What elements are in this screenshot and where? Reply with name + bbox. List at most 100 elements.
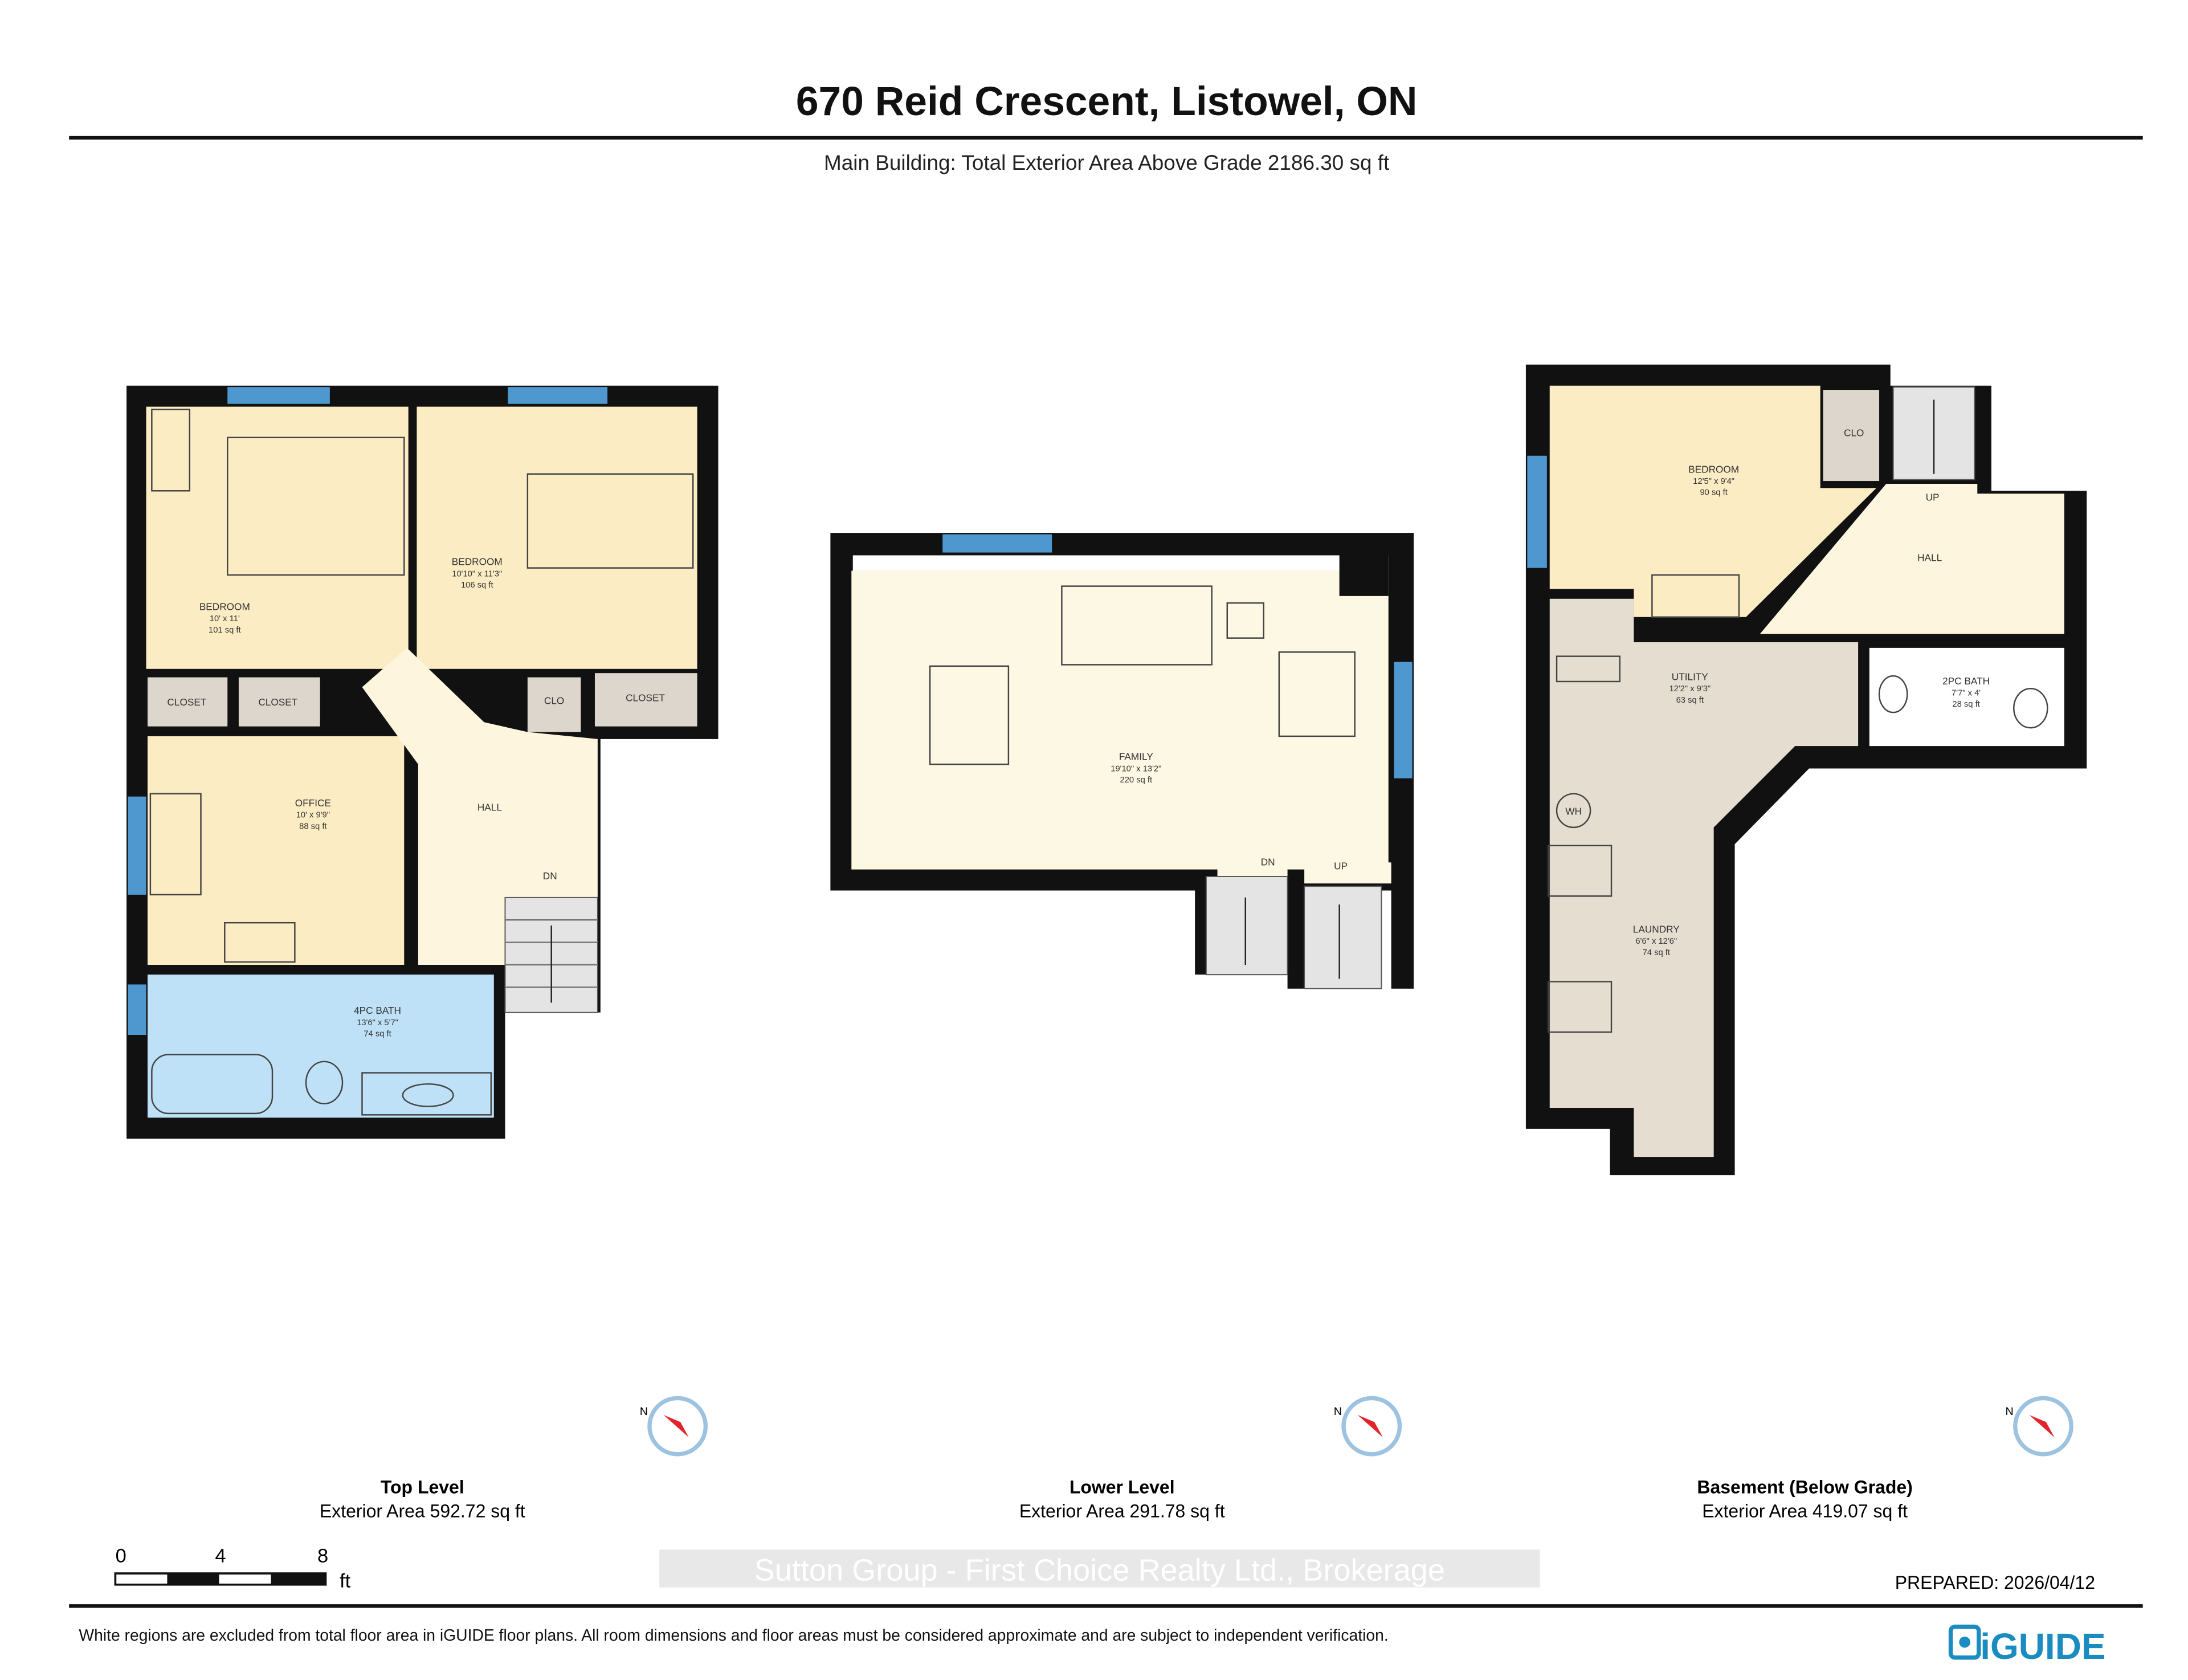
room-label: HALL <box>477 801 502 813</box>
room-bedroom-2 <box>417 406 697 669</box>
armchair-icon <box>1278 651 1356 737</box>
room-label: CLOSET <box>167 696 206 708</box>
room-label: CLO <box>1844 427 1864 438</box>
prepared-date: PREPARED: 2026/04/12 <box>1895 1572 2095 1593</box>
room-area: 101 sq ft <box>209 626 241 635</box>
bathtub-icon <box>151 1054 274 1115</box>
level-area: Exterior Area 592.72 sq ft <box>320 1501 525 1522</box>
room-dims: 12'2" x 9'3" <box>1669 684 1711 694</box>
svg-text:4: 4 <box>215 1545 226 1567</box>
svg-text:8: 8 <box>317 1545 328 1567</box>
room-label: CLOSET <box>626 692 665 703</box>
room-dims: 7'7" x 4' <box>1952 689 1981 698</box>
room-dims: 13'6" x 5'7" <box>357 1018 398 1027</box>
room-bedroom <box>1549 385 1877 617</box>
page-title: 670 Reid Crescent, Listowel, ON <box>796 79 1418 124</box>
dryer-icon <box>1548 845 1613 897</box>
room-label: 2PC BATH <box>1942 675 1990 687</box>
room-label: OFFICE <box>295 797 331 809</box>
window <box>508 387 608 404</box>
stairs-label: UP <box>1926 491 1940 503</box>
header-rule <box>69 136 2143 140</box>
svg-text:N: N <box>640 1405 648 1418</box>
window <box>128 796 146 895</box>
dresser-icon <box>224 921 296 963</box>
svg-text:N: N <box>2005 1405 2013 1418</box>
room-label: FAMILY <box>1119 751 1153 762</box>
room-area: 63 sq ft <box>1676 696 1704 705</box>
room-label: HALL <box>1917 552 1942 563</box>
room-label: 4PC BATH <box>354 1005 401 1016</box>
watermark-bg <box>659 1549 1540 1588</box>
dresser-icon <box>151 409 191 492</box>
level-name: Lower Level <box>1069 1477 1175 1498</box>
stairs-label: UP <box>1334 861 1348 872</box>
stairs-up <box>1304 886 1382 989</box>
vanity-icon <box>361 1072 492 1116</box>
top-level-plan: BEDROOM 10' x 11' 101 sq ft BEDROOM 10'1… <box>126 385 719 1139</box>
stairs-down <box>1205 875 1288 976</box>
room-area: 74 sq ft <box>364 1030 391 1039</box>
water-heater-label: WH <box>1565 806 1582 817</box>
room-family <box>851 570 1389 870</box>
room-area: 28 sq ft <box>1952 700 1979 709</box>
svg-text:ft: ft <box>340 1571 351 1592</box>
sink-icon <box>1878 675 1908 713</box>
bed-icon <box>227 437 405 576</box>
window <box>942 534 1052 553</box>
svg-text:0: 0 <box>116 1545 126 1567</box>
compass-icon: N <box>1334 1396 1402 1457</box>
room-2pc-bath <box>1869 647 2064 747</box>
water-heater-icon <box>1556 793 1591 829</box>
level-name: Top Level <box>381 1477 464 1498</box>
sink-icon <box>402 1083 454 1107</box>
room-label: BEDROOM <box>199 601 250 612</box>
room-dims: 12'5" x 9'4" <box>1693 477 1734 486</box>
room-clo <box>527 677 581 732</box>
room-hall <box>1760 483 2064 634</box>
footer-rule <box>69 1604 2143 1608</box>
bed-icon <box>526 473 694 569</box>
room-hall <box>362 647 598 965</box>
room-area: 88 sq ft <box>299 822 326 831</box>
compass-icon: N <box>2005 1396 2073 1457</box>
level-area: Exterior Area 419.07 sq ft <box>1702 1501 1908 1522</box>
sofa-icon <box>1061 585 1213 666</box>
desk-icon <box>149 793 202 896</box>
room-closet-2 <box>238 677 320 727</box>
page-subtitle: Main Building: Total Exterior Area Above… <box>824 151 1389 174</box>
room-utility-laundry <box>1549 598 1859 1157</box>
furnace-icon <box>1556 655 1621 683</box>
window <box>128 984 146 1035</box>
room-4pc-bath <box>147 974 494 1118</box>
lower-level-plan: FAMILY 19'10" x 13'2" 220 sq ft DN UP <box>830 533 1414 989</box>
room-dims: 10' x 9'9" <box>296 811 330 820</box>
room-dims: 6'6" x 12'6" <box>1635 937 1677 946</box>
toilet-icon <box>2013 688 2048 729</box>
room-label: UTILITY <box>1672 671 1709 682</box>
compass-icon: N <box>640 1396 708 1457</box>
room-label: CLO <box>544 695 564 706</box>
room-dims: 19'10" x 13'2" <box>1111 764 1161 773</box>
room-area: 74 sq ft <box>1643 948 1670 957</box>
level-area: Exterior Area 291.78 sq ft <box>1019 1501 1225 1522</box>
room-label: CLOSET <box>258 696 297 708</box>
svg-text:N: N <box>1334 1405 1342 1418</box>
basement-plan: WH BEDROOM 12'5" x 9'4" 90 sq ft CLO UP … <box>1525 364 2087 1176</box>
room-area: 220 sq ft <box>1120 776 1153 785</box>
room-area: 90 sq ft <box>1700 488 1727 498</box>
room-closet-1 <box>147 677 228 727</box>
room-office <box>147 736 405 965</box>
window <box>1394 662 1413 778</box>
watermark: Sutton Group - First Choice Realty Ltd.,… <box>754 1553 1445 1587</box>
room-label: BEDROOM <box>1688 463 1739 475</box>
iguide-logo: iGUIDE <box>1948 1624 2106 1667</box>
disclaimer: White regions are excluded from total fl… <box>79 1626 1388 1644</box>
room-closet-3 <box>594 673 697 727</box>
room-label: LAUNDRY <box>1633 923 1680 935</box>
room-area: 106 sq ft <box>461 581 493 590</box>
room-dims: 10' x 11' <box>210 614 240 623</box>
side-table-icon <box>1226 602 1264 639</box>
toilet-icon <box>305 1061 344 1104</box>
